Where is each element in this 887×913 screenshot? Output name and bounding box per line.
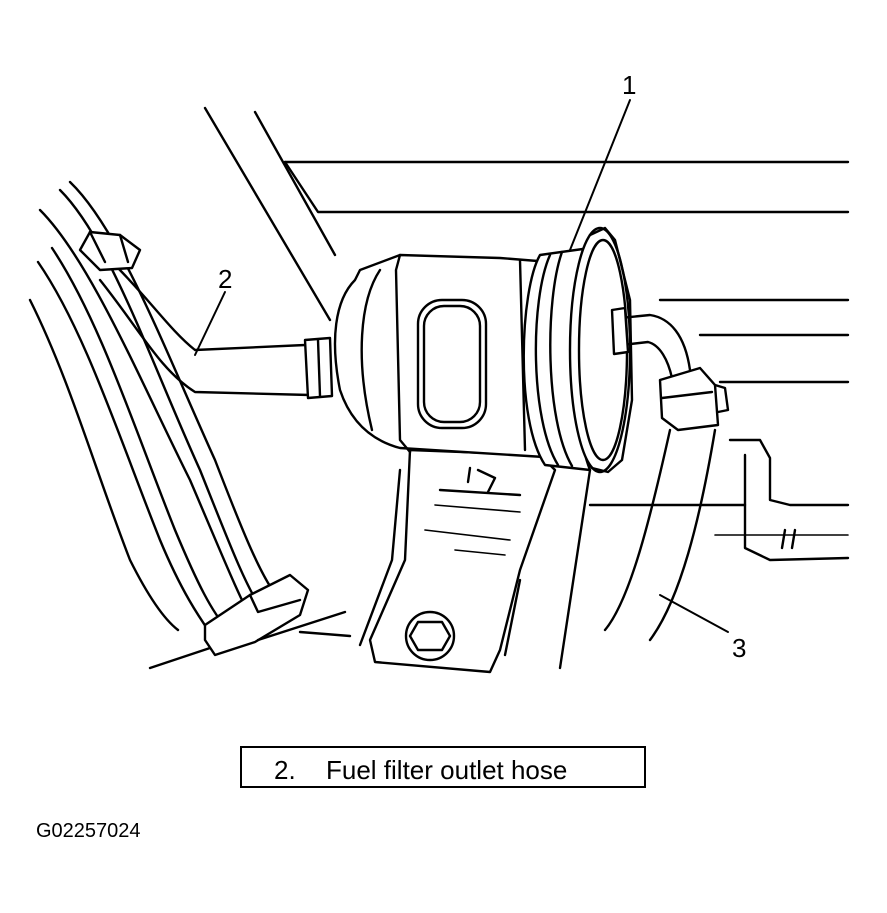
callout-2: 2 [218,264,233,294]
filter-bracket [358,448,557,674]
caption-number: 2. [274,755,296,785]
callout-3: 3 [732,633,747,663]
filter-body [333,253,562,460]
outlet-hose [558,306,730,670]
hose-bundle [28,180,352,670]
figure-id: G02257024 [36,820,141,842]
callout-1: 1 [622,70,637,100]
body-panel-lines [203,106,850,562]
inlet-hose [78,230,334,400]
caption-text: Fuel filter outlet hose [326,755,568,785]
leader-lines [194,99,729,633]
caption-box: 2. Fuel filter outlet hose [240,746,646,788]
